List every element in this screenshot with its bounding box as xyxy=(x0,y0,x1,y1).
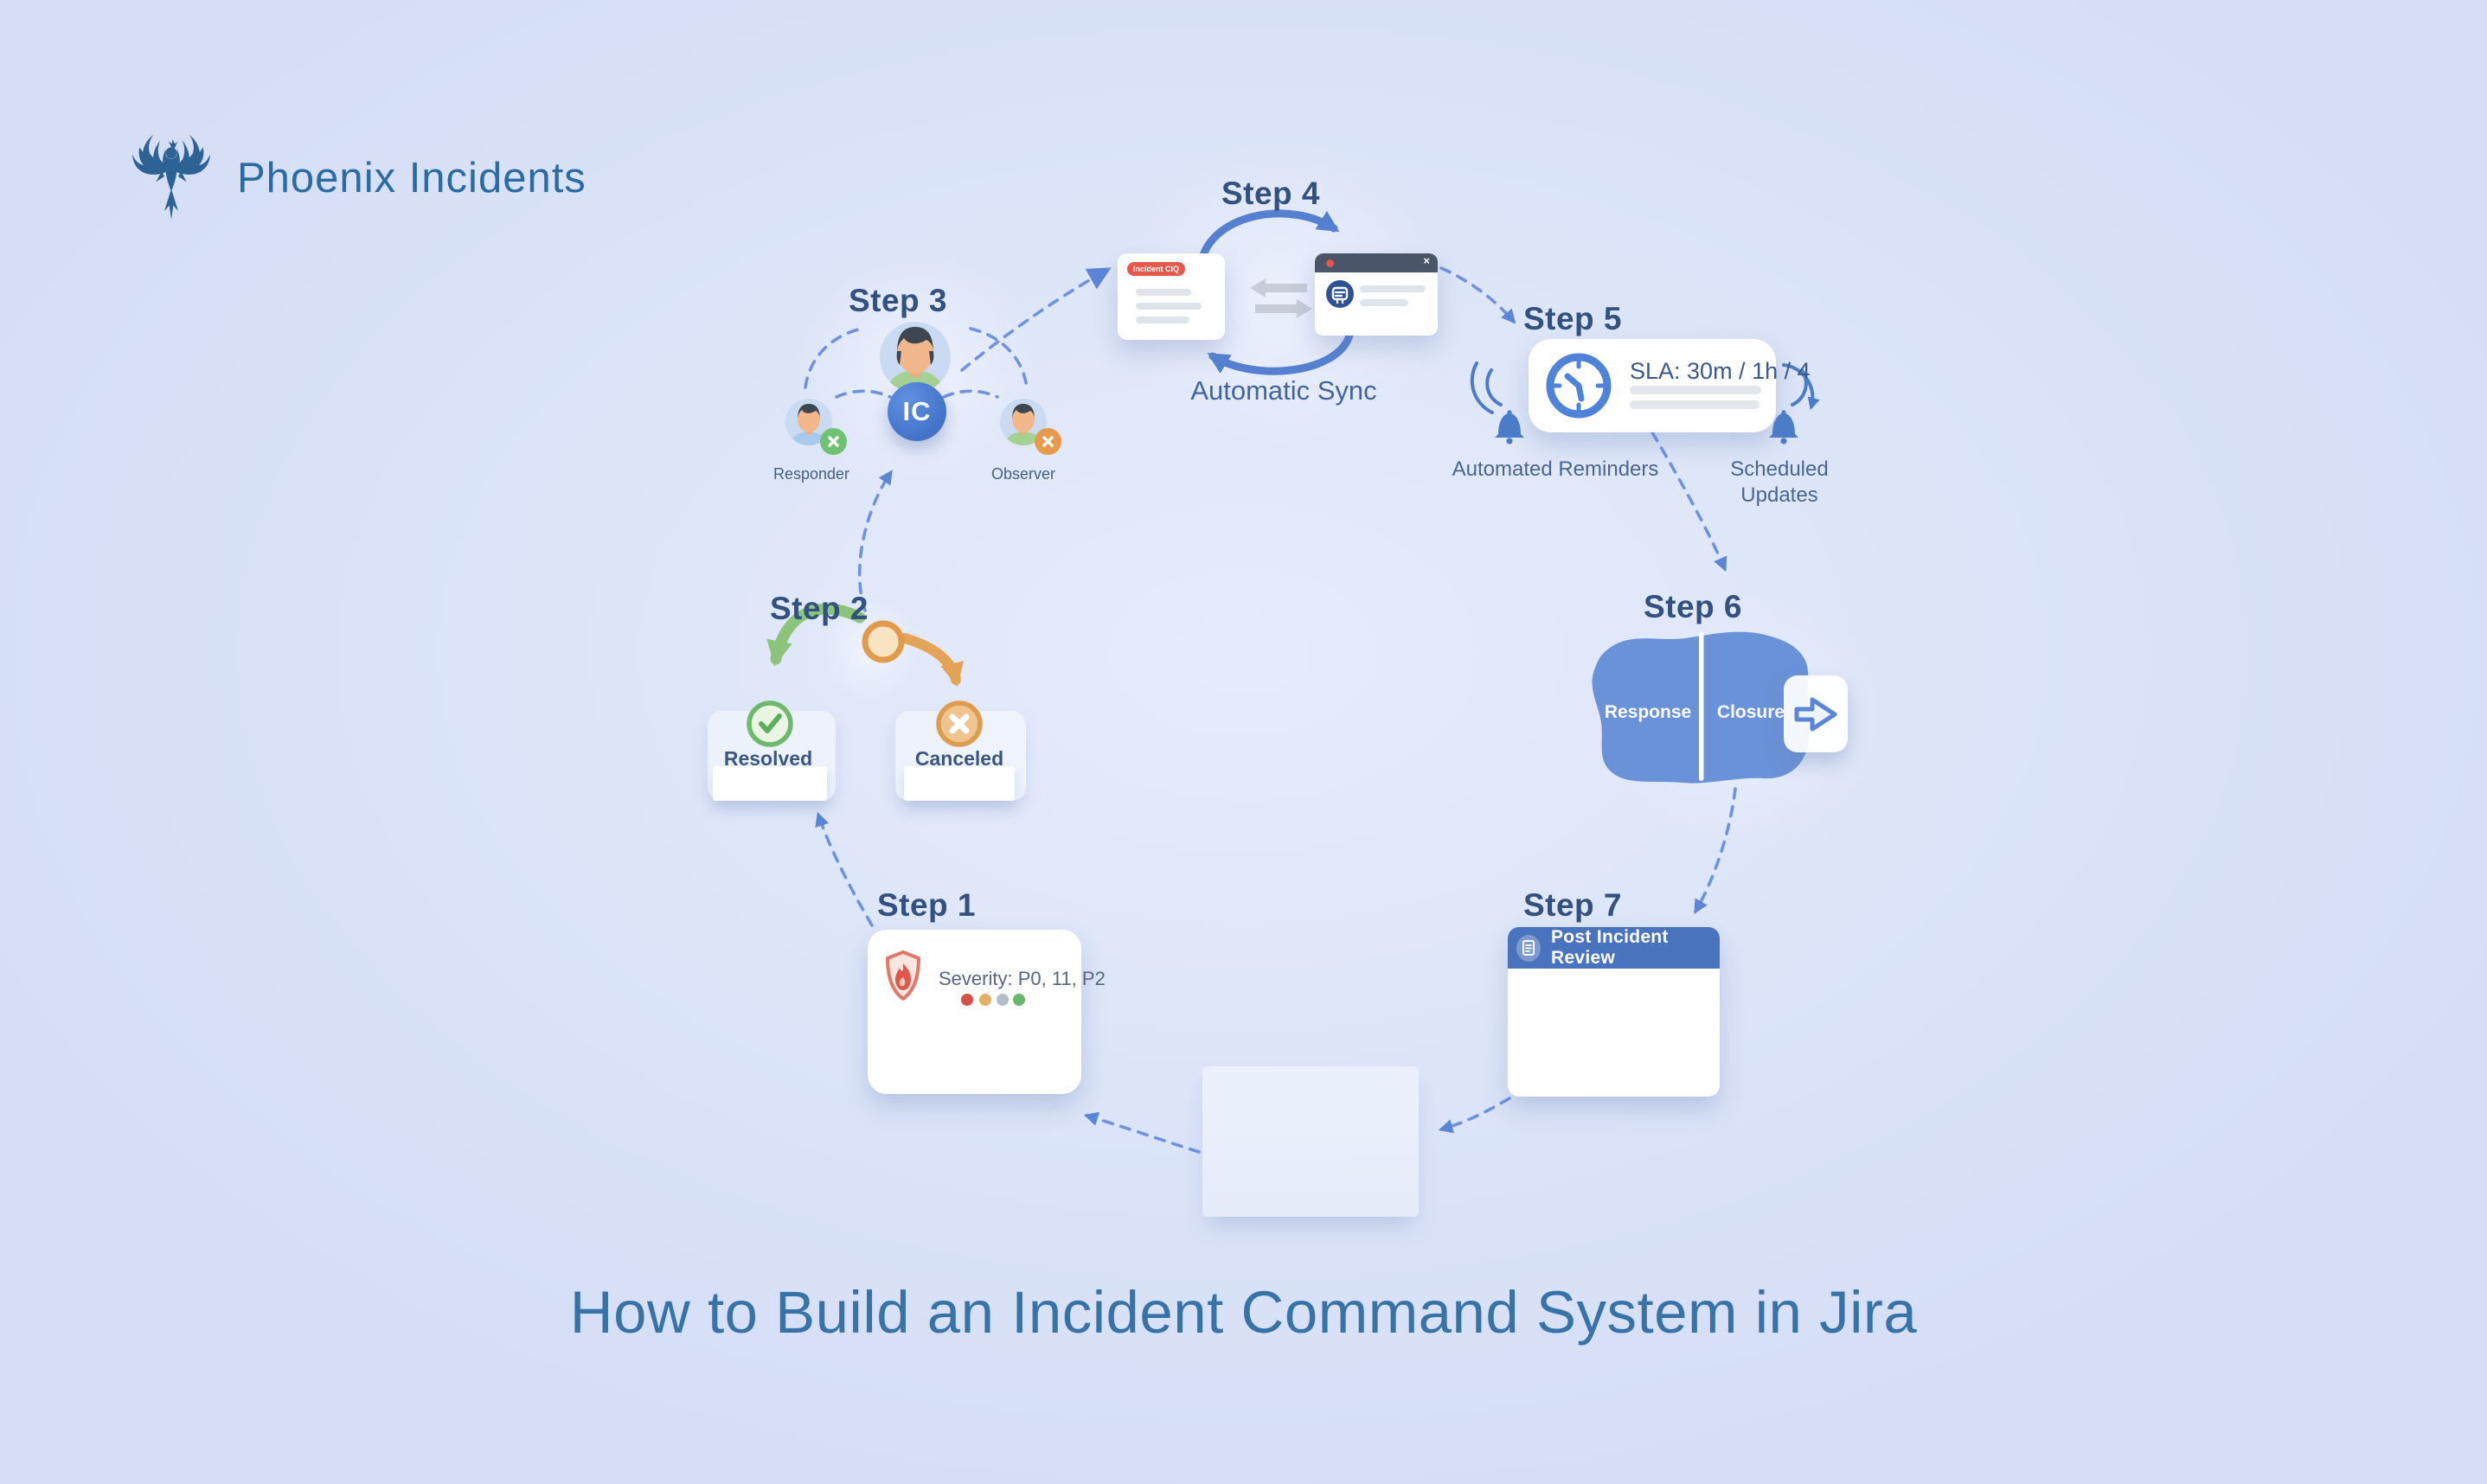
step2-branch-arrows xyxy=(766,603,965,688)
sync-arc-bottom xyxy=(1207,331,1354,375)
window-dot-icon xyxy=(1326,259,1334,267)
connector-ic-observer xyxy=(942,389,999,399)
responder-label: Responder xyxy=(772,465,850,483)
sla-text: SLA: 30m / 1h / 4 xyxy=(1630,358,1811,384)
shield-flame-icon xyxy=(886,950,920,1001)
sla-card: SLA: 30m / 1h / 4 xyxy=(1529,339,1811,432)
automatic-sync-caption: Automatic Sync xyxy=(1190,375,1377,406)
brand-name: Phoenix Incidents xyxy=(237,155,586,201)
update-cycle-arrow xyxy=(1782,363,1820,411)
observer-label: Observer xyxy=(990,465,1056,483)
skeleton-line xyxy=(1136,317,1189,323)
skeleton-line xyxy=(1630,386,1761,394)
post-incident-review-card: Post Incident Review xyxy=(1508,927,1720,1097)
window-close-icon: × xyxy=(1423,254,1430,267)
connector-arc-right xyxy=(969,327,1029,389)
brand-header: Phoenix Incidents xyxy=(130,119,586,237)
step6-label: Step 6 xyxy=(1643,589,1743,624)
connector-step4-step5 xyxy=(1439,266,1516,324)
skeleton-line xyxy=(1136,303,1202,310)
connector-review-step1 xyxy=(1083,1111,1201,1154)
canceled-label: Canceled xyxy=(914,747,1004,770)
step1-label: Step 1 xyxy=(876,887,977,923)
sync-arc-top xyxy=(1198,209,1340,262)
connector-step7-review xyxy=(1438,1097,1511,1134)
sync-cycle-arrows xyxy=(1198,209,1354,375)
severity-text: Severity: P0, 11, P2 xyxy=(939,968,1106,989)
incident-badge: Incident CIQ xyxy=(1127,262,1186,276)
canceled-arrow xyxy=(900,633,965,688)
skeleton-line xyxy=(1136,289,1191,296)
review-card-header: Post Incident Review xyxy=(1508,927,1720,969)
jira-window-card: × xyxy=(1315,253,1438,336)
automated-reminders-label: Automated Reminders xyxy=(1452,457,1659,481)
step2-label: Step 2 xyxy=(769,591,869,626)
document-icon xyxy=(1516,934,1541,962)
reminder-arc xyxy=(1485,368,1503,406)
closure-phase-label: Closure xyxy=(1716,702,1785,722)
observer-remove-icon xyxy=(1035,428,1061,455)
reminder-arc xyxy=(1470,361,1494,414)
clock-icon xyxy=(1546,353,1612,419)
review-card-title: Post Incident Review xyxy=(1550,927,1669,968)
connector-arc-left xyxy=(804,327,863,389)
severity-card: Severity: P0, 11, P2 xyxy=(868,930,1106,1094)
severity-dot xyxy=(961,994,973,1006)
check-circle-icon xyxy=(747,700,793,747)
connector-step1-step2 xyxy=(815,811,874,927)
connector-step2-step3 xyxy=(857,470,893,612)
step7-label: Step 7 xyxy=(1522,887,1623,923)
dashed-connectors xyxy=(804,266,1737,1154)
canceled-slot xyxy=(904,766,1015,801)
step3-label: Step 3 xyxy=(848,283,948,318)
next-step-chip xyxy=(1784,675,1848,752)
blob-divider xyxy=(1699,632,1704,781)
review-sheet-placeholder xyxy=(1202,1066,1419,1217)
scheduled-updates-label-line2: Updates xyxy=(1740,483,1818,507)
phoenix-logo-icon xyxy=(132,135,210,220)
severity-dot xyxy=(979,994,991,1006)
jira-app-icon xyxy=(1326,280,1354,308)
skeleton-line xyxy=(1630,400,1759,409)
observer-avatar xyxy=(999,398,1048,451)
incident-ticket-card: Incident CIQ xyxy=(1118,253,1225,340)
workflow-blob xyxy=(1592,631,1810,784)
bell-icon xyxy=(1495,410,1798,445)
arrow-right-icon xyxy=(1794,697,1837,731)
resolved-label: Resolved xyxy=(723,747,813,770)
responder-avatar xyxy=(785,398,833,451)
pending-state-icon xyxy=(862,620,905,663)
connector-step3-step4 xyxy=(960,267,1112,372)
step5-label: Step 5 xyxy=(1522,301,1623,336)
severity-dot xyxy=(1013,994,1025,1006)
step4-label: Step 4 xyxy=(1221,176,1321,211)
page-title: How to Build an Incident Command System … xyxy=(569,1279,1918,1346)
resolved-arrow xyxy=(766,603,866,667)
connector-step5-step6 xyxy=(1651,431,1727,572)
scheduled-updates-label-line1: Scheduled xyxy=(1730,457,1829,481)
skeleton-line xyxy=(1360,285,1426,292)
response-phase-label: Response xyxy=(1604,702,1692,722)
connector-step6-step7 xyxy=(1694,787,1737,914)
connector-responder-ic xyxy=(835,389,892,399)
window-titlebar: × xyxy=(1315,253,1438,272)
step5-bells xyxy=(1470,361,1820,445)
skeleton-line xyxy=(1360,299,1408,306)
sync-arrows-icon xyxy=(1250,278,1312,318)
ic-badge: IC xyxy=(888,382,946,441)
resolved-slot xyxy=(713,766,827,801)
responder-remove-icon xyxy=(820,428,847,455)
severity-dot xyxy=(997,994,1009,1006)
cancel-circle-icon xyxy=(936,700,983,747)
